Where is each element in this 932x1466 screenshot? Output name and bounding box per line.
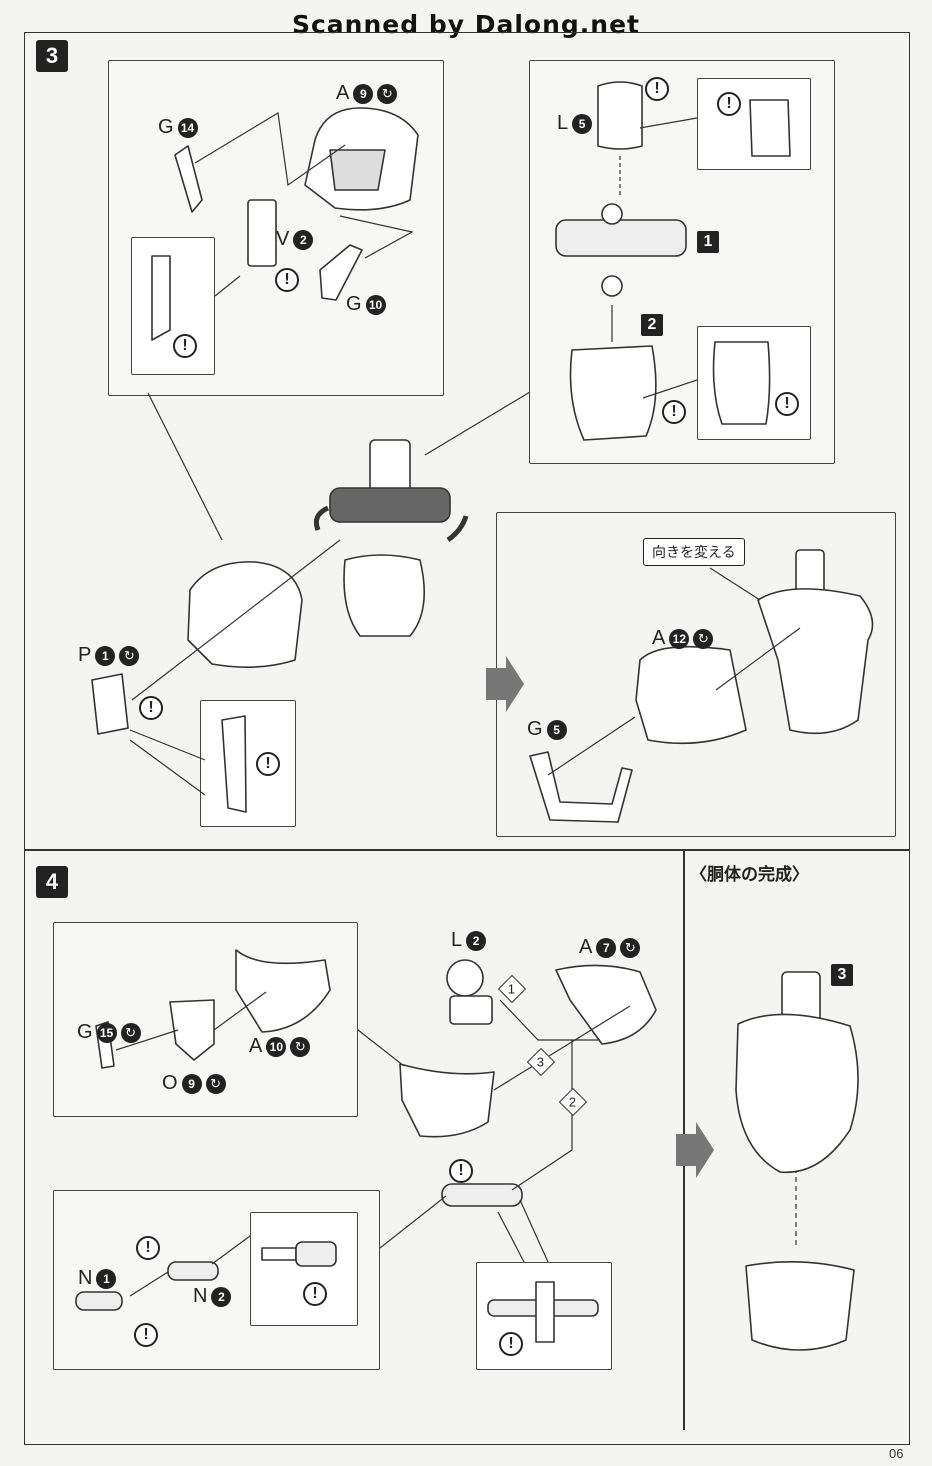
page-number: 06 (889, 1446, 904, 1461)
step3-panel-chest-detail (131, 237, 215, 375)
plated-arc-icon: ↻ (120, 1022, 141, 1043)
warning-icon: ! (717, 92, 741, 116)
plated-arc-icon: ↻ (119, 645, 140, 666)
step3-frame (24, 32, 910, 850)
warning-icon: ! (449, 1159, 473, 1183)
plated-arc-icon: ↻ (205, 1073, 226, 1094)
completion-caption: 〈胴体の完成〉 (690, 865, 809, 885)
warning-icon: ! (662, 400, 686, 424)
step4-number: 4 (36, 866, 68, 898)
plated-arc-icon: ↻ (290, 1036, 311, 1057)
orientation-callout: 向きを変える (643, 538, 745, 566)
plated-arc-icon: ↻ (377, 83, 398, 104)
warning-icon: ! (134, 1323, 158, 1347)
warning-icon: ! (173, 334, 197, 358)
step3-panel-detail-p (200, 700, 296, 827)
watermark: Scanned by Dalong.net (291, 10, 640, 39)
warning-icon: ! (136, 1236, 160, 1260)
warning-icon: ! (499, 1332, 523, 1356)
step4-panel-joint-detail (250, 1212, 358, 1326)
step4-frame (24, 850, 910, 1445)
plated-arc-icon: ↻ (620, 937, 641, 958)
warning-icon: ! (139, 696, 163, 720)
warning-icon: ! (645, 77, 669, 101)
sub-step-2: 2 (641, 314, 663, 336)
warning-icon: ! (775, 392, 799, 416)
plated-arc-icon: ↻ (693, 628, 714, 649)
completion-ref-number: 3 (831, 964, 853, 986)
warning-icon: ! (303, 1282, 327, 1306)
warning-icon: ! (275, 268, 299, 292)
step3-number: 3 (36, 40, 68, 72)
warning-icon: ! (256, 752, 280, 776)
sub-step-1: 1 (697, 231, 719, 253)
